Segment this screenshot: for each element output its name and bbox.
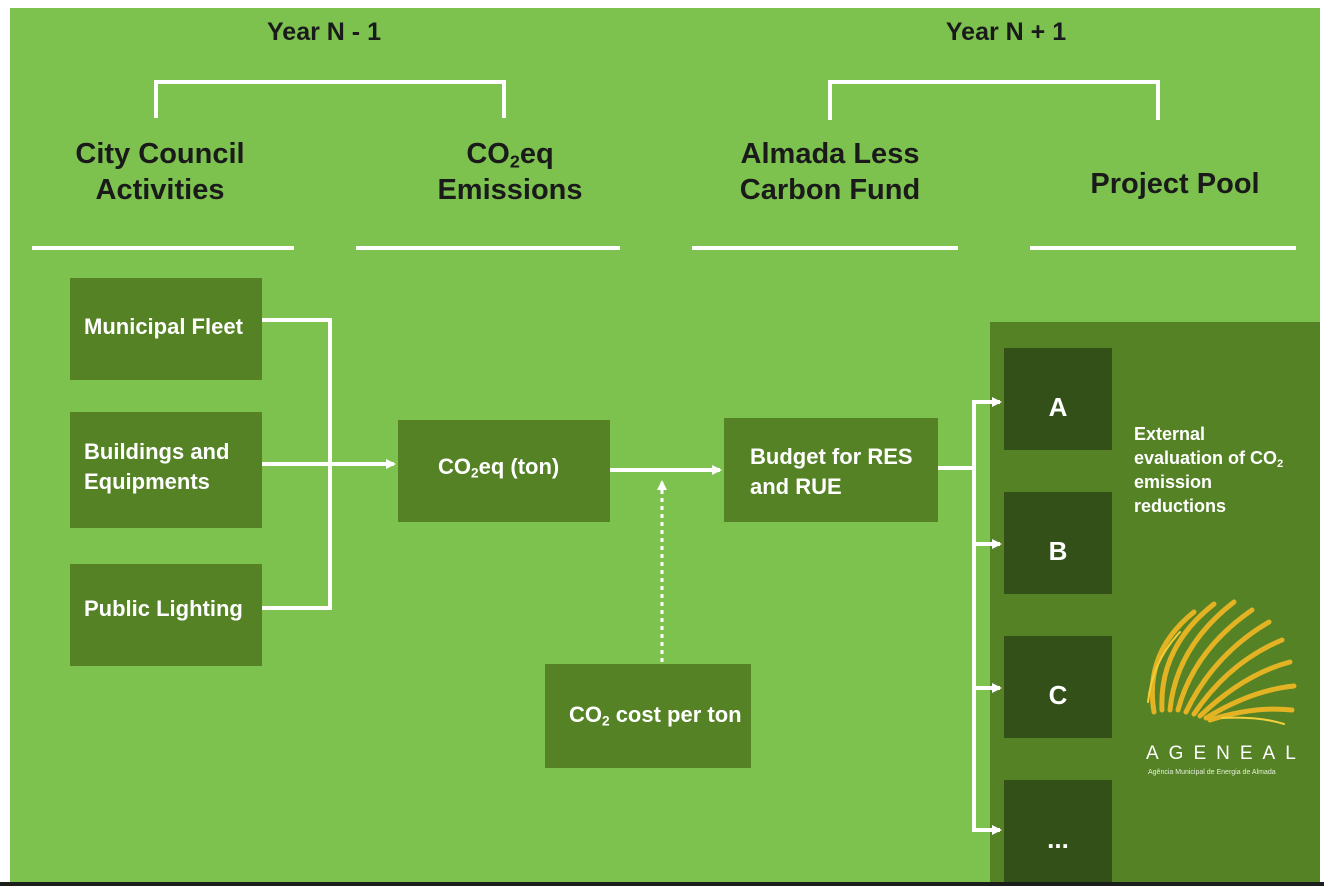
- activities-title-line1: City Council: [75, 138, 245, 170]
- year-after-bracket-right: [1156, 80, 1160, 120]
- diagram-canvas: Year N - 1 Year N + 1 City Council Activ…: [10, 8, 1320, 882]
- emissions-title-line1: CO2eq: [466, 138, 554, 172]
- year-before-bracket-right: [502, 80, 506, 118]
- fund-title-line2: Carbon Fund: [739, 174, 921, 206]
- project-label: A: [1048, 392, 1068, 422]
- year-after-bracket-top: [828, 80, 1160, 84]
- column-title-pool: Project Pool: [1050, 166, 1300, 202]
- ageneal-logo: AGENEAL Agência Municipal de Energia de …: [1134, 592, 1306, 776]
- activity-box-buildings: Buildings and Equipments: [70, 412, 262, 528]
- activity-label: Buildings and Equipments: [84, 439, 230, 494]
- column-title-activities: City Council Activities: [50, 136, 270, 208]
- ageneal-tagline: Agência Municipal de Energia de Almada: [1148, 769, 1276, 776]
- emissions-title-line2: Emissions: [437, 174, 583, 206]
- activities-title-line2: Activities: [95, 174, 225, 206]
- fund-title-line1: Almada Less: [740, 138, 920, 170]
- year-after-label: Year N + 1: [945, 18, 1067, 46]
- emissions-box-label: CO2eq (ton): [438, 454, 560, 481]
- pool-title: Project Pool: [1090, 168, 1260, 200]
- ageneal-sunburst-icon: [1147, 599, 1297, 725]
- ageneal-name: AGENEAL: [1146, 743, 1306, 764]
- column-title-emissions: CO2eq Emissions: [400, 136, 620, 208]
- project-label: ...: [1047, 824, 1069, 854]
- year-after-bracket-left: [828, 80, 832, 120]
- cost-per-ton-box: CO2 cost per ton: [545, 664, 751, 768]
- project-box-more: ...: [1004, 780, 1112, 882]
- bottom-border: [0, 882, 1324, 886]
- year-before-bracket-top: [154, 80, 506, 84]
- column-title-fund: Almada Less Carbon Fund: [710, 136, 950, 208]
- evaluation-line4: reductions: [1134, 496, 1227, 516]
- activity-box-municipal-fleet: Municipal Fleet: [70, 278, 262, 380]
- separator-emissions: [356, 246, 620, 250]
- budget-box: Budget for RES and RUE: [724, 418, 938, 522]
- emissions-box: CO2eq (ton): [398, 420, 610, 522]
- connector-lines: [262, 318, 1002, 835]
- year-before-label: Year N - 1: [267, 18, 381, 46]
- evaluation-line2: evaluation of CO2: [1134, 448, 1284, 470]
- project-label: C: [1048, 680, 1068, 710]
- evaluation-text: External evaluation of CO2 emission redu…: [1134, 422, 1283, 518]
- separator-activities: [32, 246, 294, 250]
- evaluation-line3: emission: [1134, 472, 1213, 492]
- project-box-c: C: [1004, 636, 1112, 738]
- activity-label: Municipal Fleet: [84, 314, 243, 339]
- separator-fund: [692, 246, 958, 250]
- year-before-bracket-left: [154, 80, 158, 118]
- budget-line2: and RUE: [750, 474, 842, 499]
- project-box-b: B: [1004, 492, 1112, 594]
- cost-per-ton-label: CO2 cost per ton: [569, 702, 742, 729]
- budget-line1: Budget for RES: [750, 444, 913, 469]
- separator-pool: [1030, 246, 1296, 250]
- activity-box-public-lighting: Public Lighting: [70, 564, 262, 666]
- activity-label: Public Lighting: [84, 596, 243, 621]
- evaluation-line1: External: [1134, 424, 1206, 444]
- project-box-a: A: [1004, 348, 1112, 450]
- project-label: B: [1048, 536, 1068, 566]
